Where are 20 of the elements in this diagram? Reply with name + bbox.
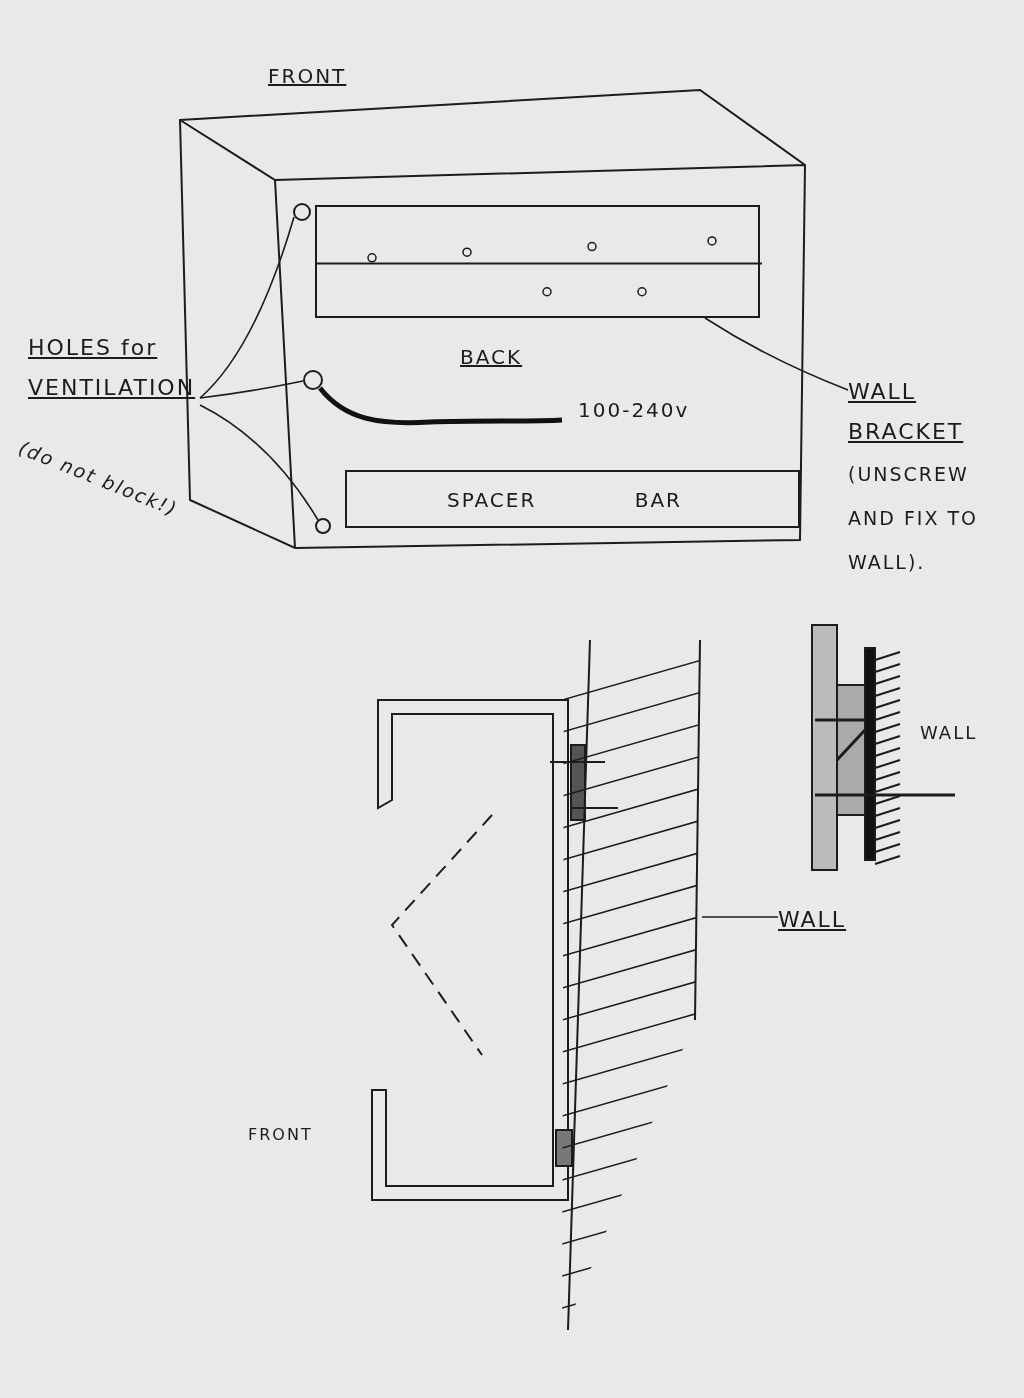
spacer-bar: [345, 470, 800, 528]
ventilation-hole: [293, 203, 311, 221]
wall-section: [562, 640, 702, 1330]
leader-line: [199, 380, 304, 399]
leader-line: [701, 916, 779, 918]
view-label: FRONT: [268, 64, 347, 88]
wall-bracket: [315, 205, 760, 318]
callout-title: WALL BRACKET: [848, 378, 965, 446]
view-label: FRONT: [248, 1125, 313, 1144]
bar-label: SPACER BAR: [447, 488, 682, 512]
callout-note: (UNSCREW AND FIX TO WALL).: [848, 462, 980, 575]
leader-line: [199, 404, 319, 521]
part-label: WALL: [920, 722, 978, 743]
ventilation-hole: [303, 370, 323, 390]
voltage-label: 100-240v: [578, 398, 690, 422]
leader-line: [199, 216, 295, 399]
ventilation-hole: [315, 518, 331, 534]
view-label: BACK: [460, 345, 523, 369]
callout-title: WALL: [778, 906, 848, 934]
leader-line: [704, 317, 849, 391]
